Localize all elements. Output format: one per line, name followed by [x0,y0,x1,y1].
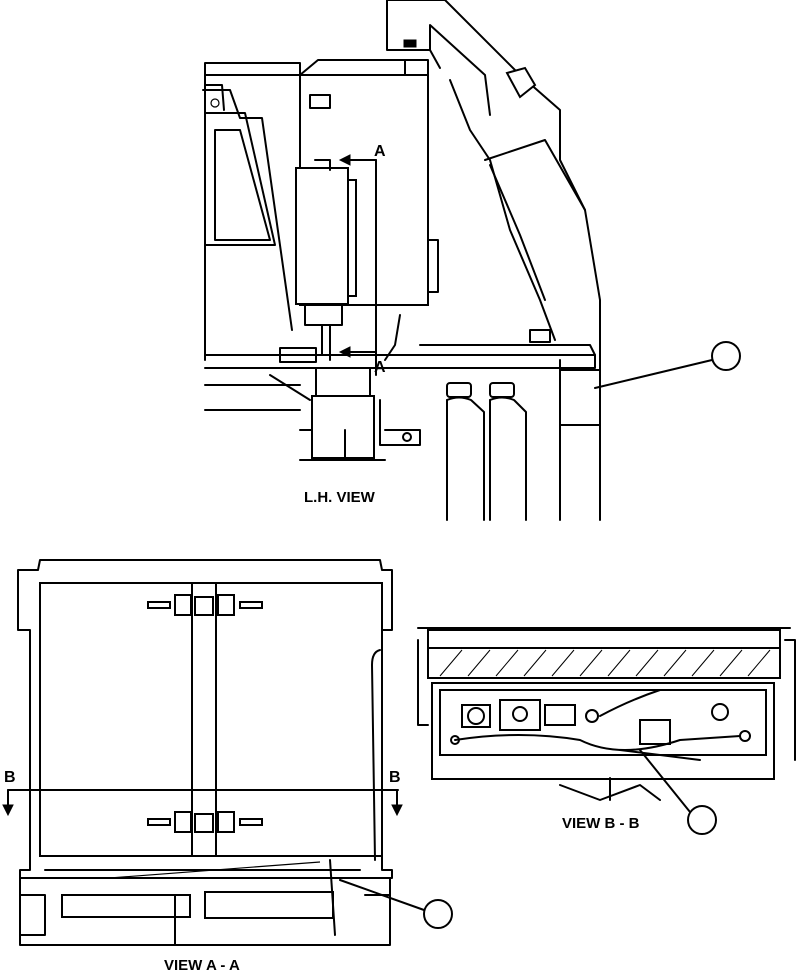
section-line-b [2,789,403,817]
view-b-title: VIEW B - B [562,815,640,832]
section-mark-b-left: B [4,769,16,786]
view-a-title: VIEW A - A [164,957,240,973]
lower-bracket [269,304,421,461]
lh-view [202,0,741,521]
section-mark-a-bottom: A [374,359,386,376]
hatch-band [439,649,771,677]
latch-top [147,594,263,616]
lh-view-title: L.H. VIEW [304,489,376,506]
valve-assembly [450,699,751,745]
section-mark-a-top: A [374,143,386,160]
callout-view-a [339,879,453,929]
deck-platform [204,344,596,411]
view-b-b [417,627,796,835]
rear-panel [386,0,601,521]
callout-view-b [639,749,717,835]
view-a-a [2,559,453,946]
gas-cylinders [446,382,527,521]
latch-bottom [147,811,263,833]
section-mark-b-right: B [389,769,401,786]
callout-lh [594,341,741,389]
section-line-a [338,154,377,376]
cab-frame [202,62,301,361]
housing-box [295,59,439,306]
